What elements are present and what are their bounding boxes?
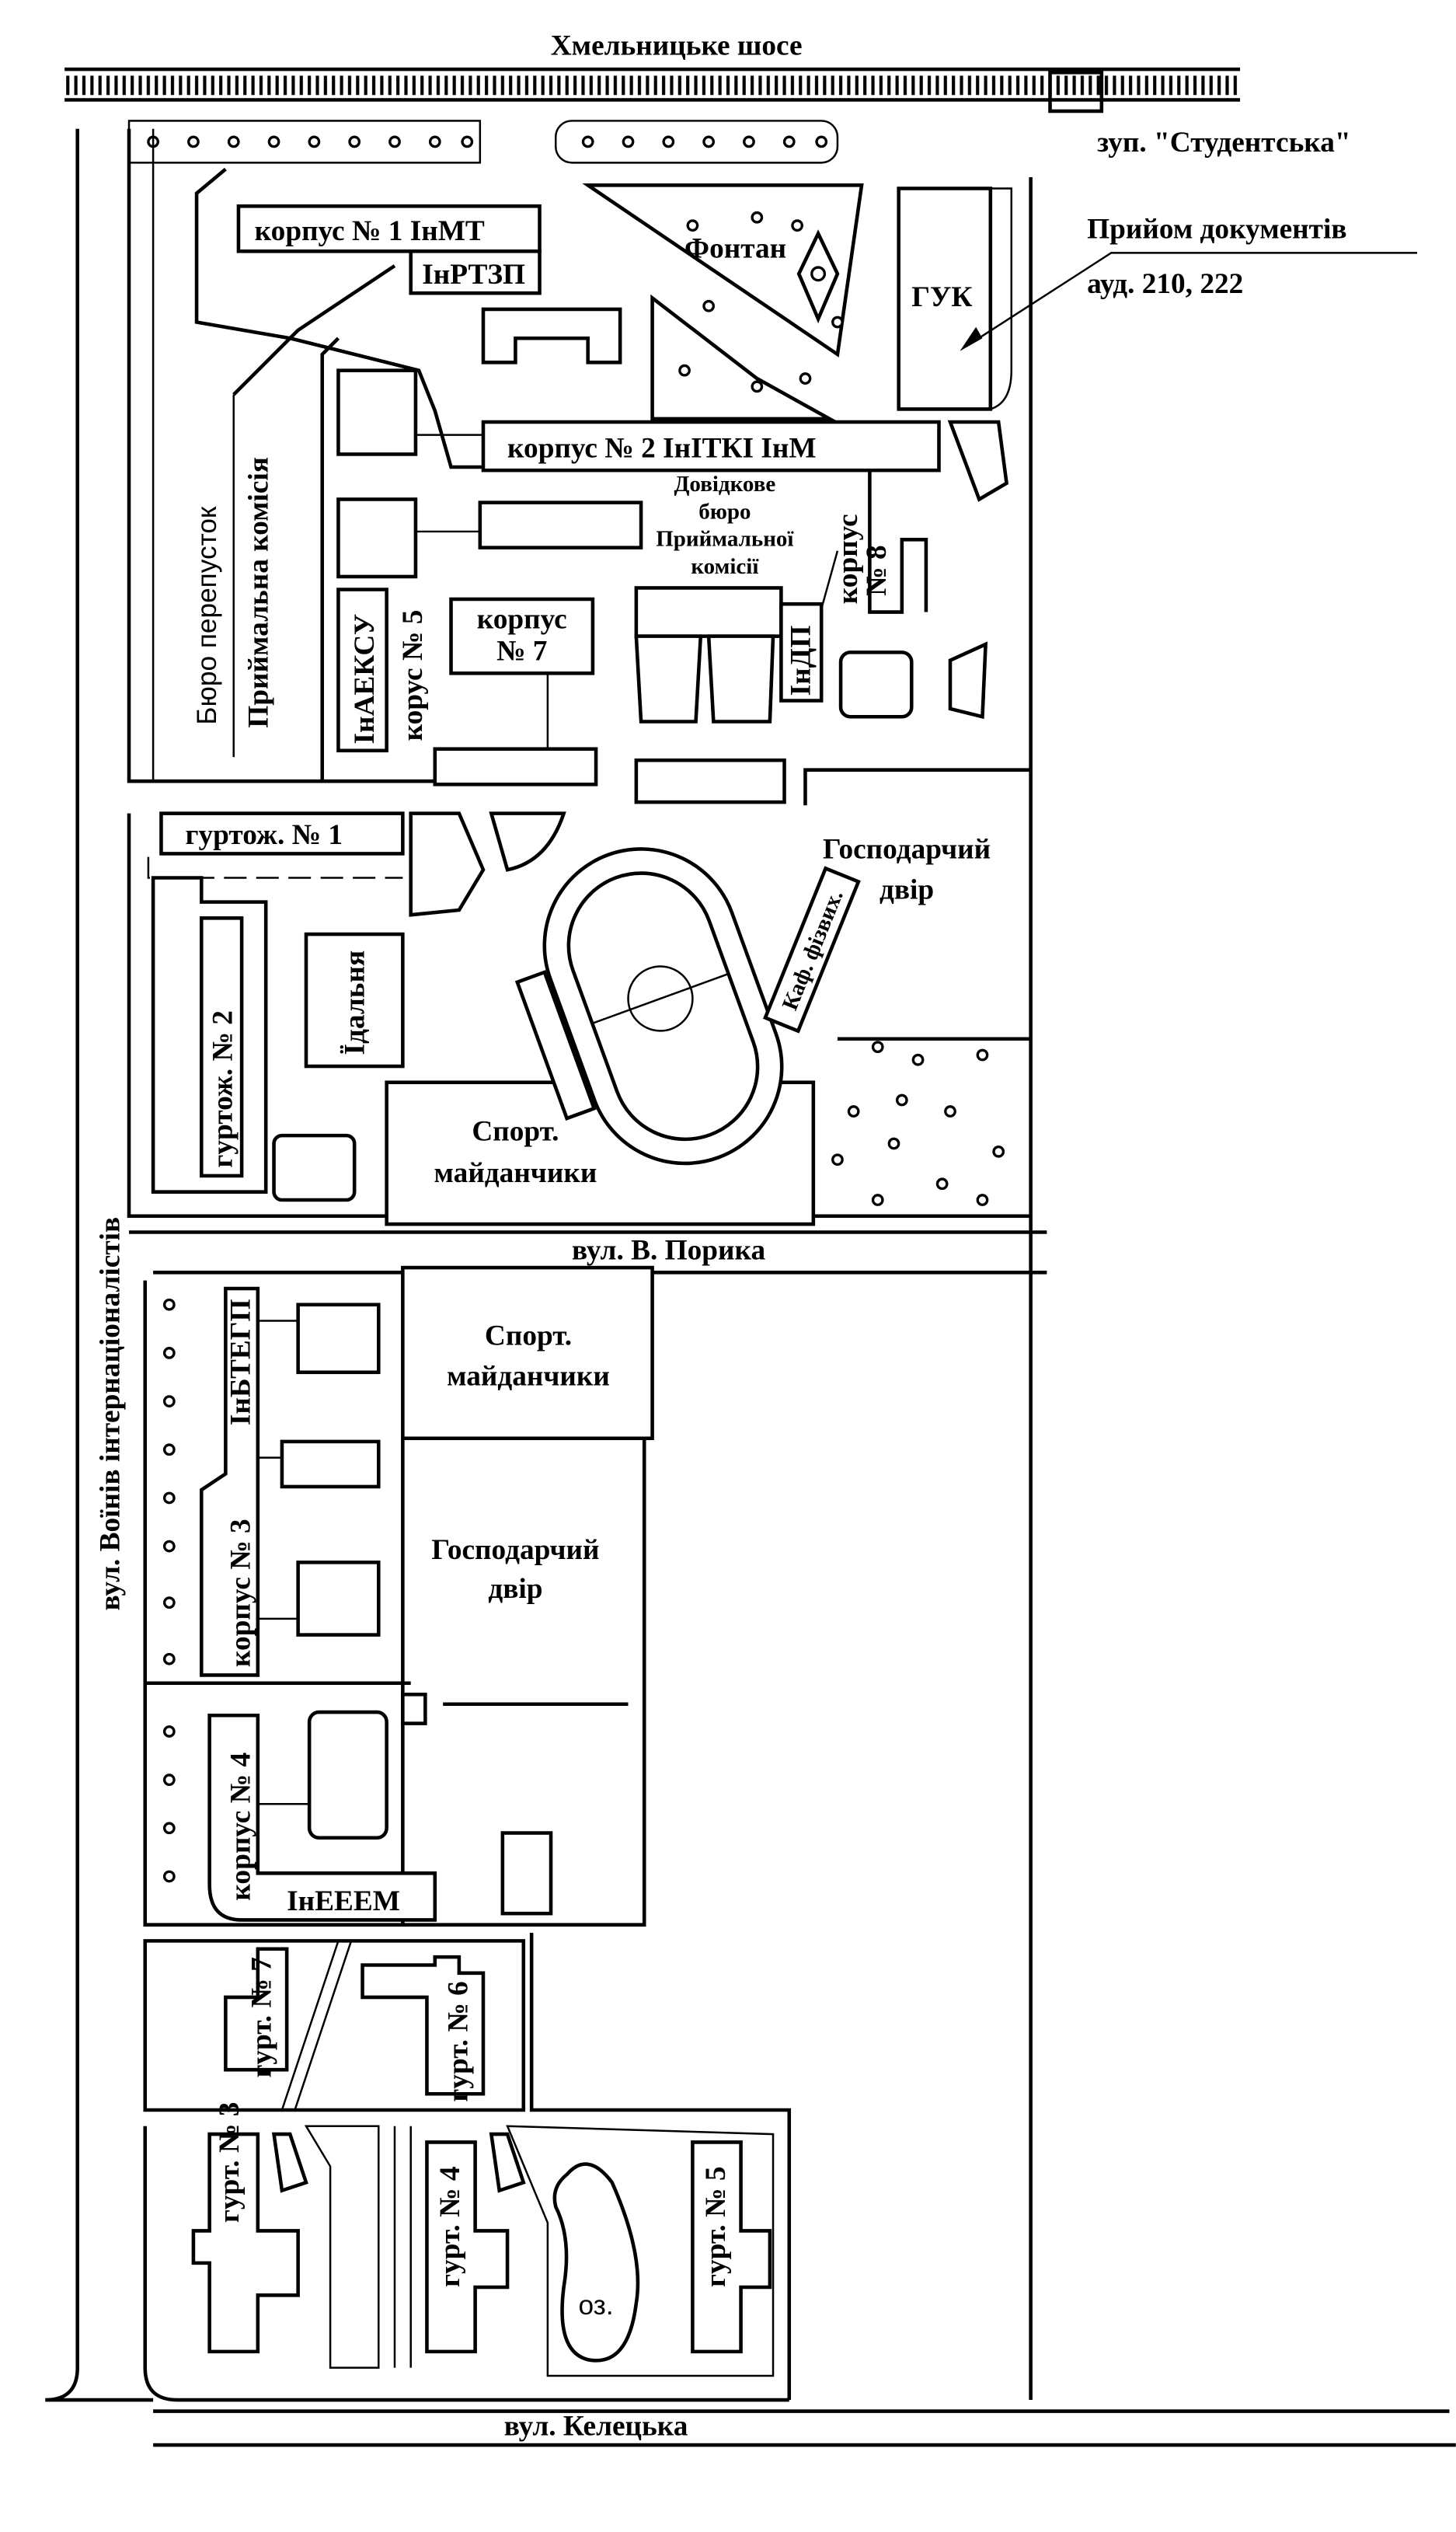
green-area — [409, 811, 486, 917]
dorm-block-upper — [143, 1939, 526, 2112]
label-dorm-4: гурт. № 4 — [434, 2167, 466, 2287]
label-korpus-8: корпус — [832, 514, 864, 604]
svg-text:Довідкове: Довідкове — [674, 472, 775, 497]
label-korpus-4: корпус № 4 — [225, 1753, 256, 1901]
building-annex — [481, 307, 622, 364]
green-triangle — [947, 420, 1009, 502]
building-canteen[interactable]: Їдальня — [304, 932, 405, 1069]
label-lake: оз. — [578, 2290, 613, 2321]
tree-strips-top — [127, 120, 839, 164]
label-ineeem: ІнЕЕЕМ — [287, 1885, 400, 1917]
building-korpus-8[interactable]: корпус № 8 — [832, 470, 928, 614]
building-dorm-3[interactable]: гурт. № 3 — [191, 2102, 308, 2354]
building-dorm-1[interactable]: гуртож. № 1 — [159, 811, 405, 856]
stadium[interactable] — [487, 821, 809, 1201]
label-sport-1b: майданчики — [434, 1157, 597, 1189]
keletska-street: вул. Келецька — [153, 2409, 1456, 2447]
small-building — [838, 650, 914, 719]
label-sport-2b: майданчики — [447, 1360, 610, 1392]
label-korpus-5: корус № 5 — [397, 610, 429, 741]
lake[interactable]: оз. — [552, 2162, 640, 2363]
building-dorm-7[interactable]: гурт. № 7 — [224, 1947, 289, 2078]
label-documents: Прийом документів — [1087, 214, 1346, 246]
garage-lower — [500, 1831, 553, 1916]
tree-row-lower — [162, 1298, 176, 1883]
building-korpus-4[interactable]: корпус № 4 ІнЕЕЕМ — [207, 1710, 437, 1922]
tram-track — [64, 75, 1241, 96]
label-dorm-2: гуртож. № 2 — [207, 1010, 239, 1168]
label-korpus-7: корпус — [477, 603, 567, 635]
label-korpus-2: корпус № 2 ІнІТКІ ІнМ — [507, 433, 817, 465]
building-dorm-5[interactable]: гурт. № 5 — [691, 2140, 772, 2354]
building-indp[interactable]: ІнДП — [634, 550, 839, 724]
svg-text:комісії: комісії — [691, 554, 759, 579]
green-triangle-2 — [948, 641, 988, 720]
label-dorm-3: гурт. № 3 — [214, 2102, 246, 2223]
label-yard-2: Господарчий — [431, 1534, 599, 1566]
poryka-street: вул. В. Порика — [129, 1230, 1047, 1275]
label-korpus-7-num: № 7 — [496, 636, 547, 668]
building-inrtzp[interactable]: ІнРТЗП — [409, 249, 542, 295]
label-sport-1: Спорт. — [472, 1115, 559, 1147]
park-trees — [831, 1041, 1005, 1206]
building-korpus-3[interactable]: ІнБТЕГП корпус № 3 — [200, 1286, 381, 1677]
label-guk: ГУК — [911, 281, 972, 313]
documents-callout: Прийом документів ауд. 210, 222 — [960, 214, 1418, 351]
dorm-block-lower — [143, 2126, 789, 2402]
street-label-poryka: вул. В. Порика — [572, 1235, 766, 1267]
label-dorm-7: гурт. № 7 — [246, 1957, 277, 2077]
utility-yard-2: Господарчий двір — [431, 1534, 599, 1605]
building-korpus-1[interactable]: корпус № 1 ІнМТ — [236, 204, 542, 253]
utility-yard-1: Господарчий двір — [823, 834, 991, 906]
path-upper — [194, 167, 483, 469]
voiniv-internatsionalistiv-street: вул. Воїнів інтернаціоналістів — [45, 128, 154, 2402]
street-label-keletska: вул. Келецька — [504, 2411, 688, 2443]
building-dorm-4[interactable]: гурт. № 4 — [425, 2132, 526, 2354]
label-yard-1b: двір — [880, 874, 934, 905]
label-korpus-3: корпус № 3 — [225, 1519, 256, 1667]
building-korpus-2[interactable]: корпус № 2 ІнІТКІ ІнМ — [481, 420, 941, 473]
stands — [514, 970, 597, 1121]
building-guk[interactable]: ГУК — [897, 187, 1013, 411]
campus-fence-upper — [127, 128, 451, 783]
label-fontan: Фонтан — [684, 233, 786, 265]
label-dorm-1: гуртож. № 1 — [186, 819, 343, 851]
label-sport-2: Спорт. — [485, 1320, 572, 1352]
svg-text:Приймальної: Приймальної — [656, 527, 794, 552]
street-label-voiniv: вул. Воїнів інтернаціоналістів — [95, 1217, 127, 1611]
label-inaeksu: ІнАЕКСУ — [349, 614, 381, 745]
bus-stop-label: зуп. "Студентська" — [1097, 127, 1351, 159]
label-inbtegp: ІнБТЕГП — [225, 1299, 256, 1426]
building-dorm-6[interactable]: гурт. № 6 — [361, 1955, 486, 2102]
garage-building — [634, 758, 786, 804]
label-admissions: Приймальна комісія — [242, 457, 274, 728]
label-pass-office: Бюро перепусток — [192, 506, 222, 725]
label-dorm-6: гурт. № 6 — [442, 1981, 474, 2101]
label-korpus-8-num: № 8 — [861, 545, 893, 595]
documents-pointer — [966, 252, 1418, 347]
bus-stop-shelter — [1048, 70, 1104, 113]
label-dorm-5: гурт. № 5 — [700, 2167, 732, 2287]
sport-grounds-2[interactable]: Спорт. майданчики — [401, 1265, 654, 1441]
building-korpus-5[interactable]: ІнАЕКСУ корус № 5 — [336, 368, 643, 753]
building-dorm-2[interactable]: гуртож. № 2 — [151, 876, 357, 1202]
label-korpus-1: корпус № 1 ІнМТ — [255, 215, 485, 247]
info-desk-label: Довідкове бюро Приймальної комісії — [656, 472, 794, 579]
admissions-pointer — [232, 264, 396, 396]
fountain-park[interactable]: Фонтан — [582, 183, 864, 421]
svg-text:бюро: бюро — [698, 499, 751, 524]
building-pe-department[interactable]: Каф. фізвих. — [762, 866, 861, 1034]
label-yard-1: Господарчий — [823, 834, 991, 866]
label-yard-2b: двір — [488, 1573, 542, 1605]
green-area-2 — [489, 811, 566, 872]
building-korpus-7[interactable]: корпус № 7 — [433, 597, 598, 786]
label-indp: ІнДП — [785, 626, 817, 696]
street-label-khmelnytske: Хмельницьке шосе — [551, 30, 803, 61]
label-rooms: ауд. 210, 222 — [1087, 268, 1243, 300]
label-canteen: Їдальня — [340, 950, 371, 1055]
campus-fence-lower — [143, 1280, 646, 1927]
label-inrtzp: ІнРТЗП — [422, 259, 525, 291]
khmelnytske-highway: Хмельницьке шосе зуп. "Студентська" — [64, 30, 1351, 159]
